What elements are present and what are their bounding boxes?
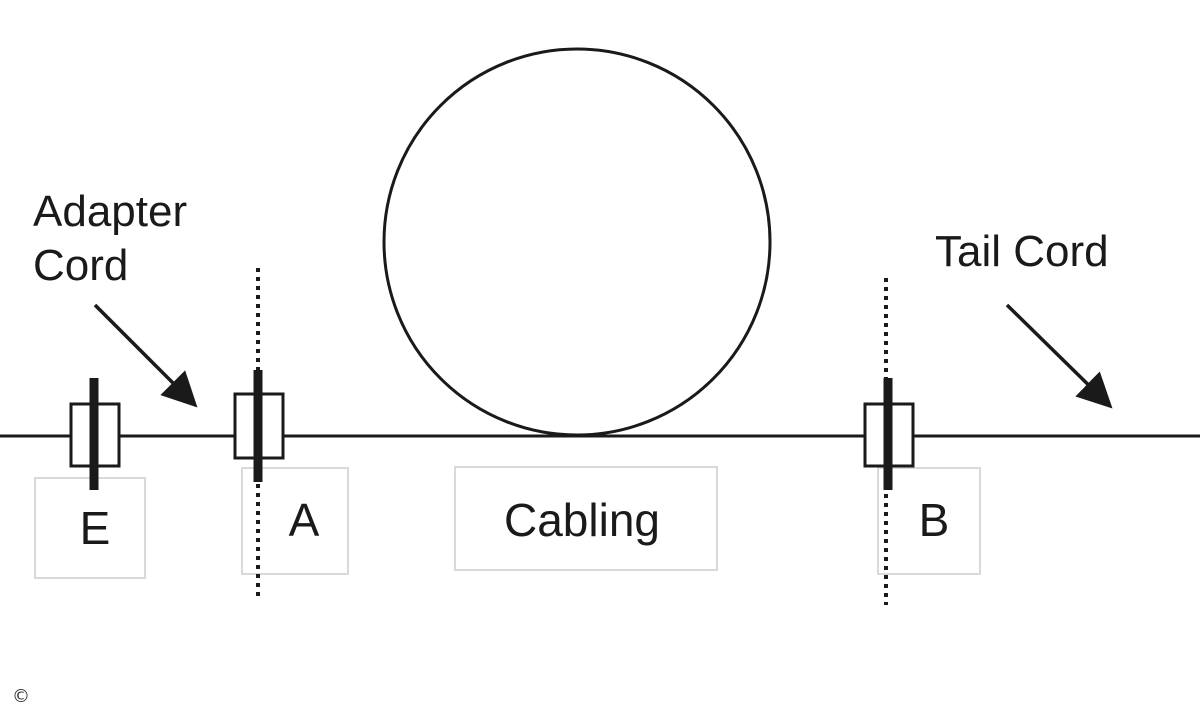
connector-b (863, 378, 915, 490)
tail-cord-arrow (1005, 303, 1113, 409)
connector-e-label: E (80, 502, 111, 554)
adapter-cord-label-line2: Cord (33, 241, 128, 290)
adapter-cord-label-line1: Adapter (33, 187, 187, 236)
connector-a-label: A (289, 494, 320, 546)
adapter-cord-arrow (93, 303, 198, 408)
connector-e (69, 378, 121, 490)
copyright-symbol: © (12, 686, 30, 707)
connector-e-label-box (34, 477, 146, 579)
cabling-loop-circle (382, 47, 772, 437)
cabling-label-box (454, 466, 718, 571)
tail-cord-label: Tail Cord (935, 227, 1109, 276)
cabling-label: Cabling (504, 494, 660, 546)
connector-a (233, 370, 285, 482)
connector-b-label: B (919, 494, 950, 546)
connector-b-label-box (877, 467, 981, 575)
